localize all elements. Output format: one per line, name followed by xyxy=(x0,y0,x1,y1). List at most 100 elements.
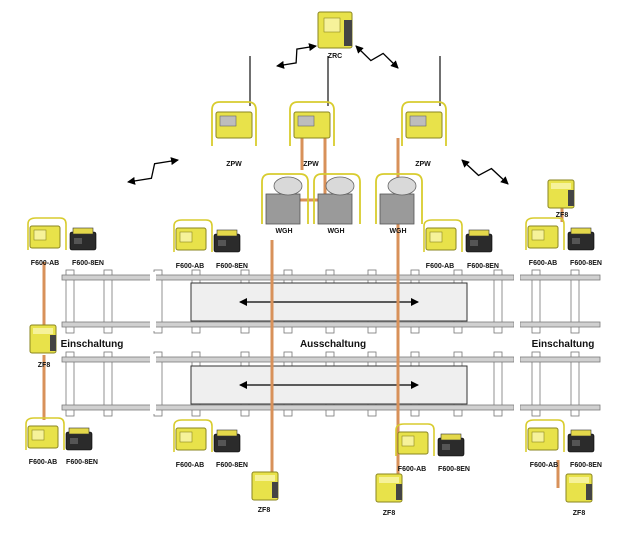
f600ab-device-bl xyxy=(25,417,65,450)
section-gap xyxy=(514,354,520,414)
zpw-frame xyxy=(401,101,447,146)
devices xyxy=(25,11,595,503)
f600ab-device-tcr xyxy=(423,219,463,252)
box-body xyxy=(567,231,595,251)
zf8-top xyxy=(379,477,399,483)
box-panel xyxy=(470,240,478,246)
box-panel xyxy=(218,240,226,246)
cabinet-panel xyxy=(401,435,415,447)
box-top xyxy=(468,229,490,237)
label-f600ab-tl: F600-AB xyxy=(30,260,60,267)
zrc-device xyxy=(317,11,353,49)
zone-label-left: Einschaltung xyxy=(58,339,126,350)
rail xyxy=(61,356,515,363)
wgh-cabinet xyxy=(317,193,353,225)
cabinet-panel xyxy=(179,431,193,443)
f6008en-device-tc xyxy=(213,229,241,253)
box-body xyxy=(69,231,97,251)
cabinet-frame xyxy=(25,417,65,450)
cabinet-panel xyxy=(179,231,193,243)
cabinet-frame xyxy=(525,419,565,452)
zf8-device-left xyxy=(29,324,57,354)
sleeper xyxy=(493,351,503,417)
zpw-device-left xyxy=(211,56,257,146)
rail xyxy=(519,404,601,411)
label-wgh-1: WGH xyxy=(275,228,293,235)
box-top xyxy=(570,227,592,235)
zpw-device-center xyxy=(289,56,335,146)
box-top xyxy=(68,427,90,435)
label-zf8-br: ZF8 xyxy=(572,510,586,517)
cabinet-frame xyxy=(27,217,67,250)
sleeper xyxy=(103,269,113,334)
cabinet-panel xyxy=(429,231,443,243)
sleeper xyxy=(531,269,541,334)
rail xyxy=(61,404,515,411)
f6008en-device-bc xyxy=(213,429,241,453)
wgh-device-2 xyxy=(313,173,361,225)
zrc-side xyxy=(344,20,352,46)
label-f600ab-tcr: F600-AB xyxy=(425,263,455,270)
zf8-device-bc xyxy=(251,471,279,501)
section-gap xyxy=(150,354,156,414)
sleeper xyxy=(570,351,580,417)
zf8-top xyxy=(551,183,571,189)
box-top xyxy=(440,433,462,441)
f6008en-device-tr xyxy=(567,227,595,251)
label-f6008en-tl: F600-8EN xyxy=(72,260,104,267)
label-zf8-bcr: ZF8 xyxy=(382,510,396,517)
f600ab-device-br xyxy=(525,419,565,452)
box-top xyxy=(216,229,238,237)
label-f600ab-tc: F600-AB xyxy=(175,263,205,270)
zf8-side xyxy=(586,484,592,500)
zf8-side xyxy=(272,482,278,498)
zpw-device-right xyxy=(401,56,447,146)
section-gap xyxy=(150,272,156,331)
label-f6008en-tc: F600-8EN xyxy=(216,263,248,270)
zpw-frame xyxy=(211,101,257,146)
sleeper xyxy=(103,351,113,417)
box-body xyxy=(567,433,595,453)
label-f600ab-bl: F600-AB xyxy=(28,459,58,466)
upper-work-zone xyxy=(190,282,468,322)
label-wgh-3: WGH xyxy=(389,228,407,235)
cabinet-panel xyxy=(31,429,45,441)
box-panel xyxy=(218,440,226,446)
label-zf8-bc: ZF8 xyxy=(257,507,271,514)
zpw-panel xyxy=(297,115,315,127)
label-f600ab-br: F600-AB xyxy=(529,462,559,469)
sleeper xyxy=(531,351,541,417)
zf8-top xyxy=(33,328,53,334)
zone-label-right: Einschaltung xyxy=(529,339,597,350)
zf8-side xyxy=(50,335,56,351)
radio-link-zrc-left xyxy=(276,43,317,69)
label-f6008en-bc: F600-8EN xyxy=(216,462,248,469)
label-f6008en-tr: F600-8EN xyxy=(570,260,602,267)
f6008en-device-tcr xyxy=(465,229,493,253)
box-body xyxy=(437,437,465,457)
f6008en-device-bcr xyxy=(437,433,465,457)
box-panel xyxy=(70,438,78,444)
f600ab-device-bc xyxy=(173,419,213,452)
label-zrc: ZRC xyxy=(327,53,343,60)
box-top xyxy=(72,227,94,235)
box-panel xyxy=(74,238,82,244)
box-top xyxy=(216,429,238,437)
wgh-cabinet xyxy=(265,193,301,225)
cabinet-panel xyxy=(33,229,47,241)
box-panel xyxy=(572,238,580,244)
cabinet-frame xyxy=(423,219,463,252)
sleeper xyxy=(65,269,75,334)
label-wgh-2: WGH xyxy=(327,228,345,235)
radio-link-zrc-right xyxy=(355,45,399,69)
box-body xyxy=(465,233,493,253)
label-zf8-left: ZF8 xyxy=(37,362,51,369)
zf8-side xyxy=(568,190,574,206)
rail xyxy=(519,356,601,363)
rail xyxy=(61,274,515,281)
wgh-frame xyxy=(261,173,309,224)
label-f600ab-bcr: F600-AB xyxy=(397,466,427,473)
label-zpw-left: ZPW xyxy=(226,161,242,168)
label-f6008en-bcr: F600-8EN xyxy=(438,466,470,473)
